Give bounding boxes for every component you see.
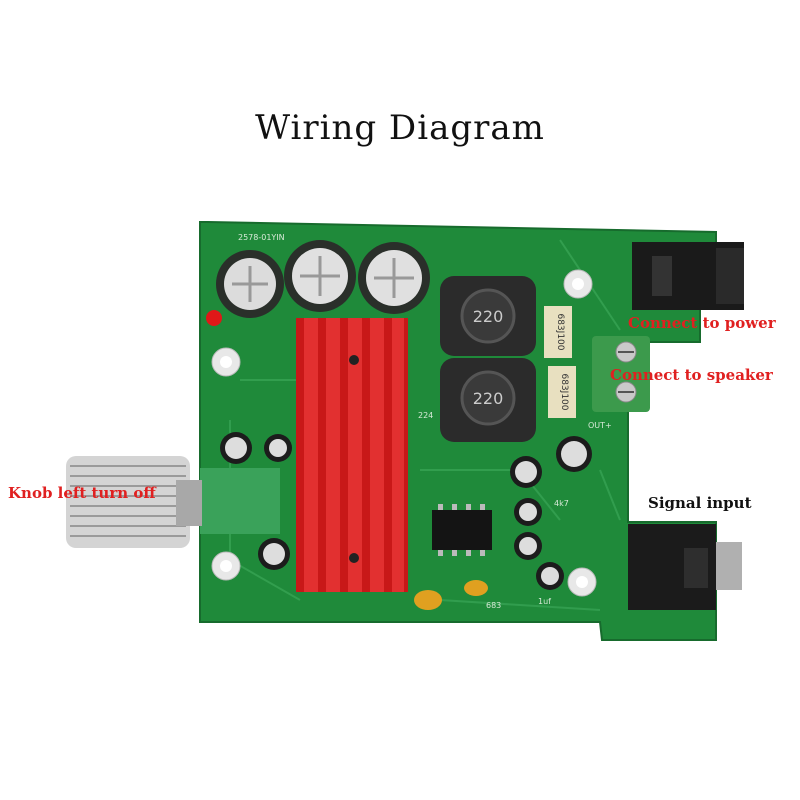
- out-plus-marking: OUT+: [588, 421, 612, 430]
- pcb-id-marking: 2578-01YIN: [238, 233, 285, 242]
- cap-1-marking: 683J100: [555, 313, 565, 350]
- potentiometer-body: [200, 468, 280, 534]
- inductor-top-marking: 220: [473, 307, 504, 326]
- mounting-holes: [211, 269, 597, 597]
- ceramic-cap-2: [464, 580, 488, 596]
- ceramic-cap-1: [414, 590, 442, 610]
- code-224-marking: 224: [418, 411, 433, 420]
- speaker-terminal: [592, 336, 650, 412]
- code-1uf-marking: 1uf: [538, 597, 551, 606]
- code-683-marking: 683: [486, 601, 501, 610]
- label-knob-turn-off: Knob left turn off: [8, 484, 156, 502]
- diagram-title: Wiring Diagram: [255, 108, 545, 148]
- capacitor-right: [358, 242, 430, 314]
- code-4k7-marking: 4k7: [554, 499, 569, 508]
- label-signal-input: Signal input: [648, 494, 752, 512]
- op-amp-chip: [432, 504, 492, 556]
- inductor-bottom: 220: [440, 358, 536, 442]
- audio-jack: [628, 524, 742, 610]
- power-jack: [632, 242, 744, 310]
- power-led: [206, 310, 222, 326]
- volume-knob: [66, 456, 202, 548]
- label-connect-speaker: Connect to speaker: [610, 366, 773, 384]
- inductor-top: 220: [440, 276, 536, 356]
- film-capacitor-1: 683J100: [544, 306, 572, 358]
- heatsink: [296, 318, 408, 592]
- inductor-bottom-marking: 220: [473, 389, 504, 408]
- capacitor-mid: [284, 240, 356, 312]
- cap-2-marking: 683J100: [559, 373, 569, 410]
- capacitor-left: [216, 250, 284, 318]
- film-capacitor-2: 683J100: [548, 366, 576, 418]
- label-connect-power: Connect to power: [628, 314, 776, 332]
- small-capacitors: [220, 432, 592, 590]
